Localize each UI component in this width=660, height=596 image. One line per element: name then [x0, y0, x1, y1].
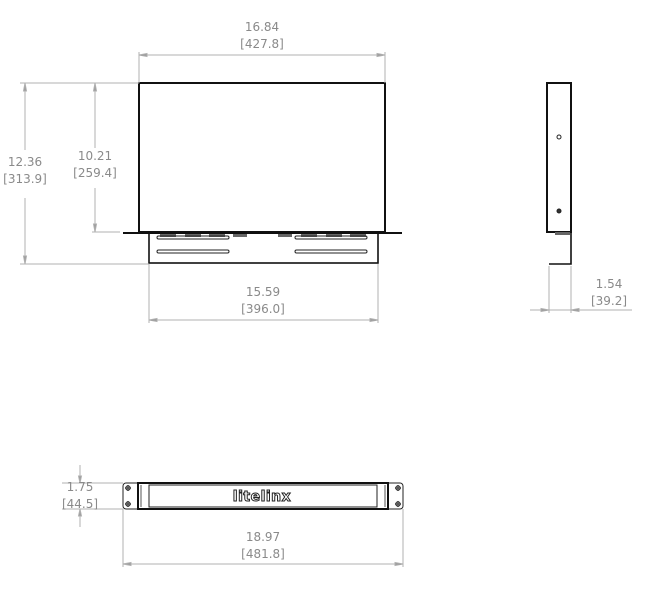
dim-overall-width-mm: [427.8] [240, 37, 284, 51]
top-view-plate [148, 232, 379, 264]
vent-slot [294, 249, 368, 254]
screw-hole [556, 208, 562, 214]
dim-overall-depth-mm: [313.9] [3, 172, 47, 186]
dim-rack-width-mm: [481.8] [241, 547, 285, 561]
dim-rack-width [122, 509, 404, 567]
dim-overall-depth [20, 82, 149, 265]
dim-plate-width-mm: [396.0] [241, 302, 285, 316]
side-view [546, 82, 572, 265]
dim-front-height-mm: [44.5] [62, 497, 98, 511]
dim-front-height-in: 1.75 [67, 480, 94, 494]
side-view-connector [555, 232, 570, 235]
dim-body-depth [92, 82, 120, 233]
front-view-panel [148, 484, 378, 508]
dim-flange-depth-in: 1.54 [596, 277, 623, 291]
screw-hole [556, 134, 562, 140]
dim-front-height [62, 465, 123, 527]
vent-slot [156, 235, 230, 240]
top-view [123, 82, 402, 264]
side-view-ear [549, 232, 572, 265]
rack-screws [125, 485, 401, 507]
dim-rack-width-in: 18.97 [246, 530, 280, 544]
dim-overall-width [138, 52, 386, 83]
dim-plate-width-in: 15.59 [246, 285, 280, 299]
top-view-body [138, 82, 386, 233]
dim-overall-width-in: 16.84 [245, 20, 279, 34]
front-view: litelinx [122, 482, 404, 510]
vent-slot [156, 249, 230, 254]
brand-label: litelinx [233, 489, 291, 505]
dim-plate-width [148, 264, 379, 323]
dim-body-depth-mm: [259.4] [73, 166, 117, 180]
dim-flange-depth-mm: [39.2] [591, 294, 627, 308]
dim-flange-depth [530, 266, 632, 313]
front-view-body [137, 482, 389, 510]
dim-body-depth-in: 10.21 [78, 149, 112, 163]
dim-overall-depth-in: 12.36 [8, 155, 42, 169]
vent-slot [294, 235, 368, 240]
